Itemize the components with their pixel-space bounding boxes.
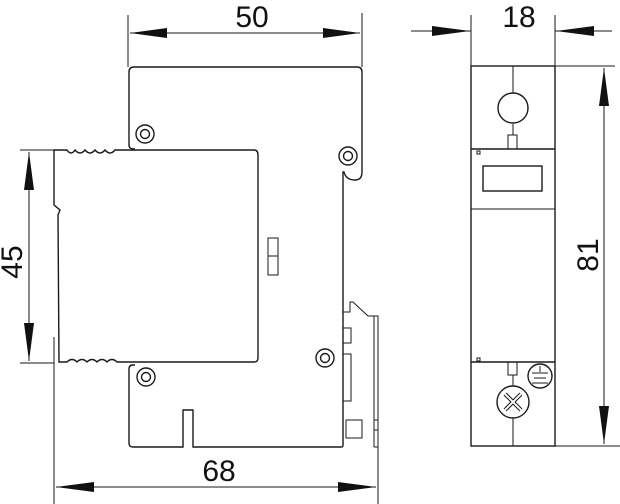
mounting-screw-icon <box>135 124 155 144</box>
mounting-screw-icon <box>136 367 156 387</box>
dimension-label-45: 45 <box>0 245 29 278</box>
dimension-81: 81 <box>555 65 620 447</box>
arrowhead <box>432 26 470 36</box>
arrowhead <box>130 28 167 38</box>
terminal-screw-icon <box>496 385 530 419</box>
housing-corner <box>128 144 135 150</box>
mounting-screw-icon <box>338 146 358 166</box>
earth-ground-icon <box>527 363 553 389</box>
front-cover-outline <box>53 148 259 363</box>
arrowhead <box>556 26 594 36</box>
indicator-window <box>267 255 279 276</box>
front-view: 18 <box>411 1 620 447</box>
mounting-screw-icon <box>315 348 335 368</box>
arrowhead <box>56 482 94 492</box>
indicator-window <box>267 237 279 257</box>
dimension-label-68: 68 <box>202 455 235 488</box>
dimension-50: 50 <box>127 1 363 67</box>
dimension-68: 68 <box>53 337 379 504</box>
dimension-label-81: 81 <box>572 238 605 271</box>
arrowhead <box>338 482 376 492</box>
marker <box>476 150 481 155</box>
dimension-18: 18 <box>411 1 612 66</box>
dimension-45: 45 <box>0 149 54 364</box>
terminal-pin <box>507 361 518 376</box>
terminal-pin <box>507 134 518 150</box>
arrowhead <box>24 152 34 190</box>
arrowhead <box>599 406 609 444</box>
arrowhead <box>599 68 609 106</box>
status-window <box>482 165 543 192</box>
arrowhead <box>323 28 360 38</box>
dimension-label-18: 18 <box>502 1 535 34</box>
terminal-screw-icon <box>497 92 529 124</box>
side-view: 50 <box>0 1 379 504</box>
arrowhead <box>24 323 34 361</box>
din-rail-clip <box>342 301 379 448</box>
dimension-label-50: 50 <box>235 1 268 34</box>
housing-outline <box>128 66 363 448</box>
marker <box>476 357 481 362</box>
